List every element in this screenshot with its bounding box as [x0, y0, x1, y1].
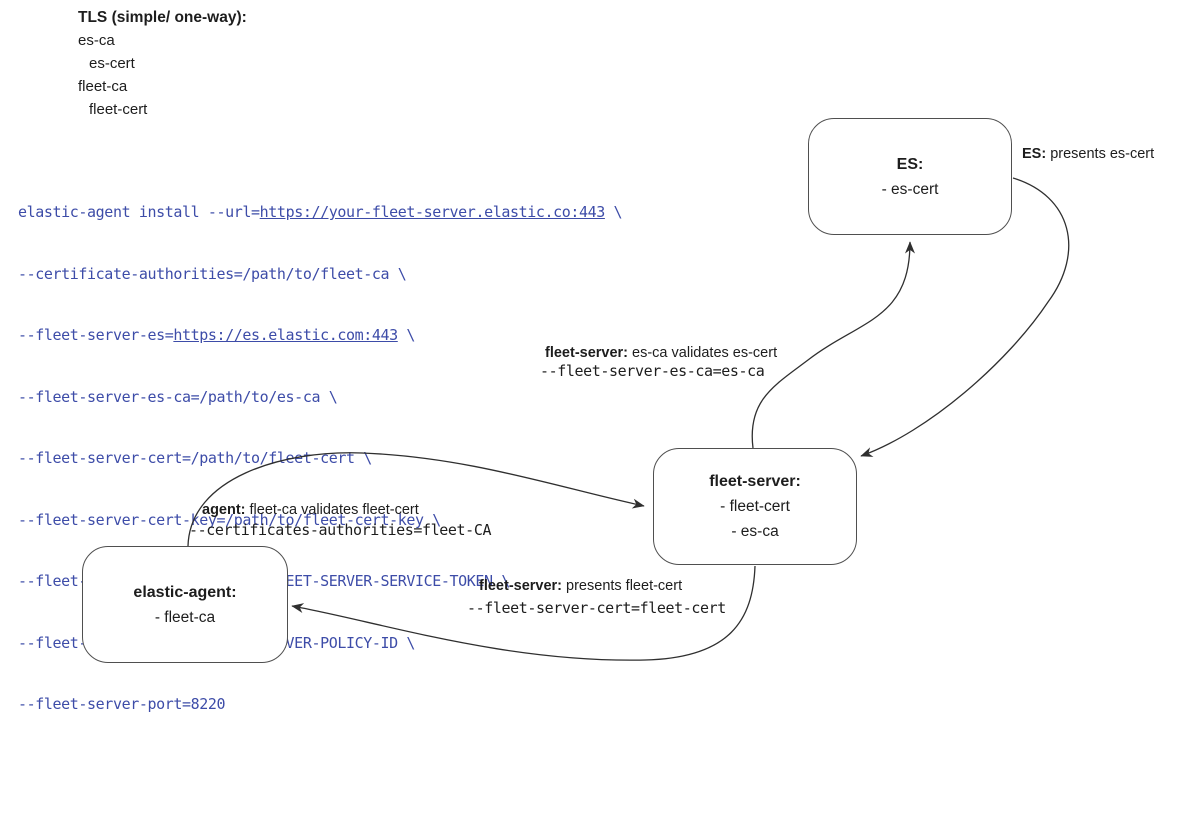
- fleet-server-url-link[interactable]: https://your-fleet-server.elastic.co:443: [259, 203, 606, 221]
- label-fleet-server-presents-fleet-cert: fleet-server: presents fleet-cert: [479, 578, 682, 594]
- label-bold: fleet-server:: [545, 345, 629, 361]
- node-fleet-server-item: - es-ca: [731, 523, 779, 540]
- tls-item-fleet-cert: fleet-cert: [89, 101, 148, 118]
- command-line: --fleet-server-es=https://es.elastic.com…: [18, 325, 622, 346]
- command-text: --fleet-server-cert=/path/to/fleet-cert …: [18, 449, 372, 467]
- command-line: elastic-agent install --url=https://your…: [18, 202, 623, 223]
- node-elastic-agent: elastic-agent: - fleet-ca: [82, 546, 288, 663]
- node-es-item: - es-cert: [881, 180, 939, 198]
- label-agent-validates-fleet-cert: agent: fleet-ca validates fleet-cert: [202, 502, 419, 518]
- command-line: --fleet-server-port=8220: [18, 694, 622, 715]
- label-text: es-ca validates es-cert: [628, 345, 778, 361]
- command-text: \: [604, 203, 623, 221]
- node-es: ES: - es-cert: [808, 118, 1012, 235]
- node-fleet-server-item: - fleet-cert: [720, 498, 790, 515]
- tls-item-es-cert: es-cert: [89, 55, 135, 72]
- label-fleet-server-validates-es-cert: fleet-server: es-ca validates es-cert: [545, 345, 777, 361]
- node-fleet-server: fleet-server: - fleet-cert - es-ca: [653, 448, 857, 565]
- label-code-certificates-authorities: --certificates-authorities=fleet-CA: [189, 521, 492, 539]
- node-elastic-agent-title: elastic-agent:: [133, 583, 237, 601]
- node-es-title: ES:: [896, 155, 924, 173]
- command-text: --fleet-server-es=: [18, 326, 174, 344]
- label-bold: fleet-server:: [479, 578, 563, 594]
- command-line: --fleet-server-cert=/path/to/fleet-cert …: [18, 448, 622, 469]
- tls-summary-title: TLS (simple/ one-way):: [78, 9, 247, 26]
- label-code-fleet-server-cert: --fleet-server-cert=fleet-cert: [467, 599, 726, 617]
- label-text: fleet-ca validates fleet-cert: [245, 502, 419, 518]
- command-text: --fleet-server-port=8220: [18, 695, 226, 713]
- command-text: --fleet-server-es-ca=/path/to/es-ca \: [18, 387, 338, 406]
- label-text: presents es-cert: [1046, 146, 1155, 162]
- label-es-presents-es-cert: ES: presents es-cert: [1022, 146, 1154, 162]
- label-bold: ES:: [1022, 146, 1047, 162]
- command-text: \: [397, 326, 416, 344]
- command-text: elastic-agent install --url=: [18, 203, 260, 221]
- label-text: presents fleet-cert: [562, 578, 683, 594]
- node-fleet-server-title: fleet-server:: [709, 473, 801, 490]
- node-elastic-agent-item: - fleet-ca: [154, 608, 216, 626]
- label-code-fleet-server-es-ca: --fleet-server-es-ca=es-ca: [540, 362, 765, 380]
- tls-summary-block: TLS (simple/ one-way): es-ca es-cert fle…: [78, 6, 247, 121]
- command-line: --fleet-server-es-ca=/path/to/es-ca \: [18, 387, 622, 408]
- command-line: --certificate-authorities=/path/to/fleet…: [18, 264, 622, 285]
- command-text: --certificate-authorities=/path/to/fleet…: [18, 264, 407, 283]
- label-bold: agent:: [202, 502, 246, 518]
- install-command-snippet: elastic-agent install --url=https://your…: [18, 161, 623, 756]
- tls-item-es-ca: es-ca: [78, 32, 115, 49]
- es-url-link[interactable]: https://es.elastic.com:443: [173, 326, 398, 344]
- tls-item-fleet-ca: fleet-ca: [78, 78, 128, 95]
